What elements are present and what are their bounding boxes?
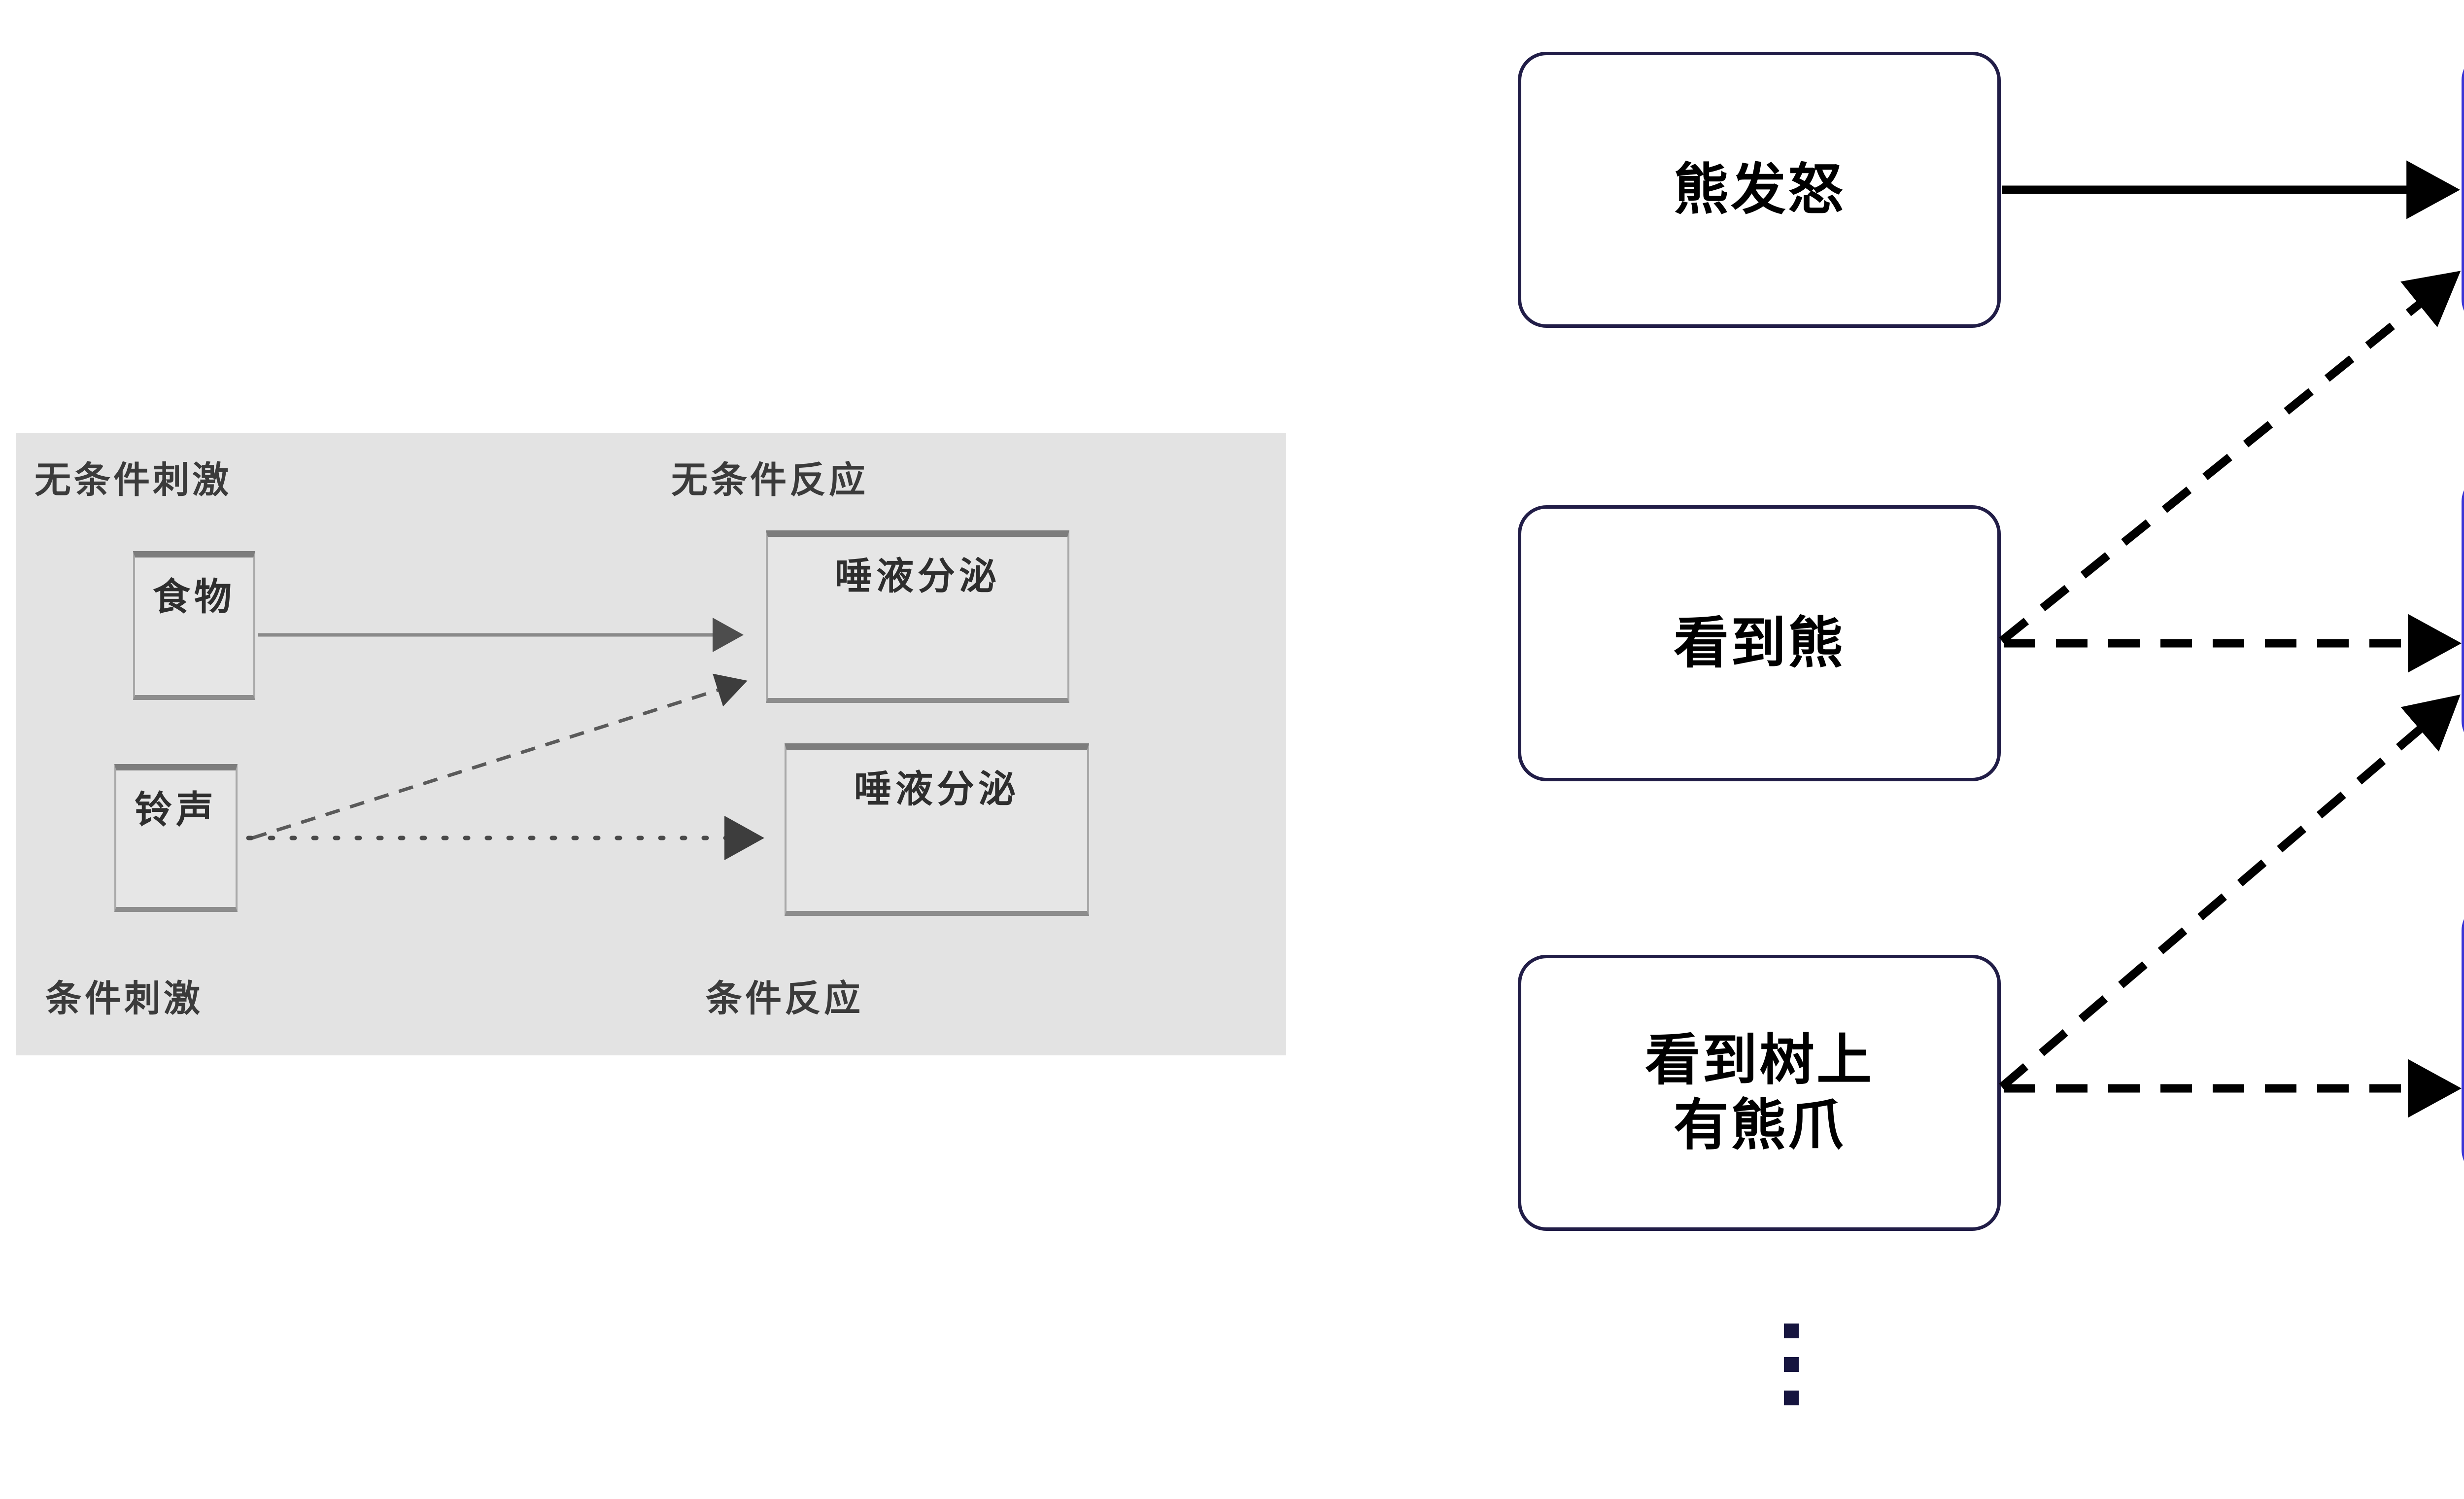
pavlov-box-food-label: 食物 — [153, 575, 236, 619]
td-ellipsis-left-column — [1784, 1324, 1799, 1405]
ellipsis-dot — [1784, 1391, 1799, 1405]
pavlov-box-food: 食物 — [133, 551, 255, 700]
td-node-reward[interactable]: 奖励 — [2462, 52, 2464, 328]
pavlov-arrow-bell-to-salivation-unconditioned — [251, 673, 748, 840]
td-node-claw-on-tree[interactable]: 看到树上 有熊爪 — [1518, 955, 2001, 1231]
td-node-see-bear[interactable]: 看到熊 — [1518, 505, 2001, 781]
pavlov-box-salivation-unconditioned: 唾液分泌 — [766, 530, 1069, 703]
td-node-bear-angry[interactable]: 熊发怒 — [1518, 52, 2001, 328]
td-node-value-s-next[interactable]: V(s′) — [2462, 473, 2464, 749]
ellipsis-dot — [1784, 1357, 1799, 1372]
td-arrow-see-bear-to-reward — [1999, 271, 2461, 644]
pavlov-box-salivation-unconditioned-label: 唾液分泌 — [835, 554, 1000, 598]
td-node-see-bear-label: 看到熊 — [1674, 611, 1845, 675]
ellipsis-dot — [1784, 1324, 1799, 1338]
pavlov-box-salivation-conditioned: 唾液分泌 — [785, 743, 1089, 916]
pavlov-arrow-layer — [246, 618, 764, 860]
label-conditioned-response: 条件反应 — [706, 977, 863, 1020]
label-unconditioned-stimulus: 无条件刺激 — [34, 459, 232, 501]
pavlov-box-bell-label: 铃声 — [135, 788, 217, 832]
pavlov-panel: 无条件刺激 无条件反应 条件刺激 条件反应 食物 唾液分泌 铃声 唾液分泌 — [16, 433, 1286, 1055]
pavlov-box-bell: 铃声 — [114, 764, 238, 912]
td-node-value-s[interactable]: V(s) — [2462, 902, 2464, 1178]
td-arrow-claw-on-tree-to-value-s-next — [1999, 694, 2461, 1090]
td-node-claw-on-tree-label: 看到树上 有熊爪 — [1645, 1028, 1874, 1157]
td-node-bear-angry-label: 熊发怒 — [1674, 157, 1845, 222]
label-conditioned-stimulus: 条件刺激 — [45, 977, 203, 1020]
label-unconditioned-response: 无条件反应 — [671, 459, 868, 501]
pavlov-box-salivation-conditioned-label: 唾液分泌 — [854, 767, 1020, 811]
